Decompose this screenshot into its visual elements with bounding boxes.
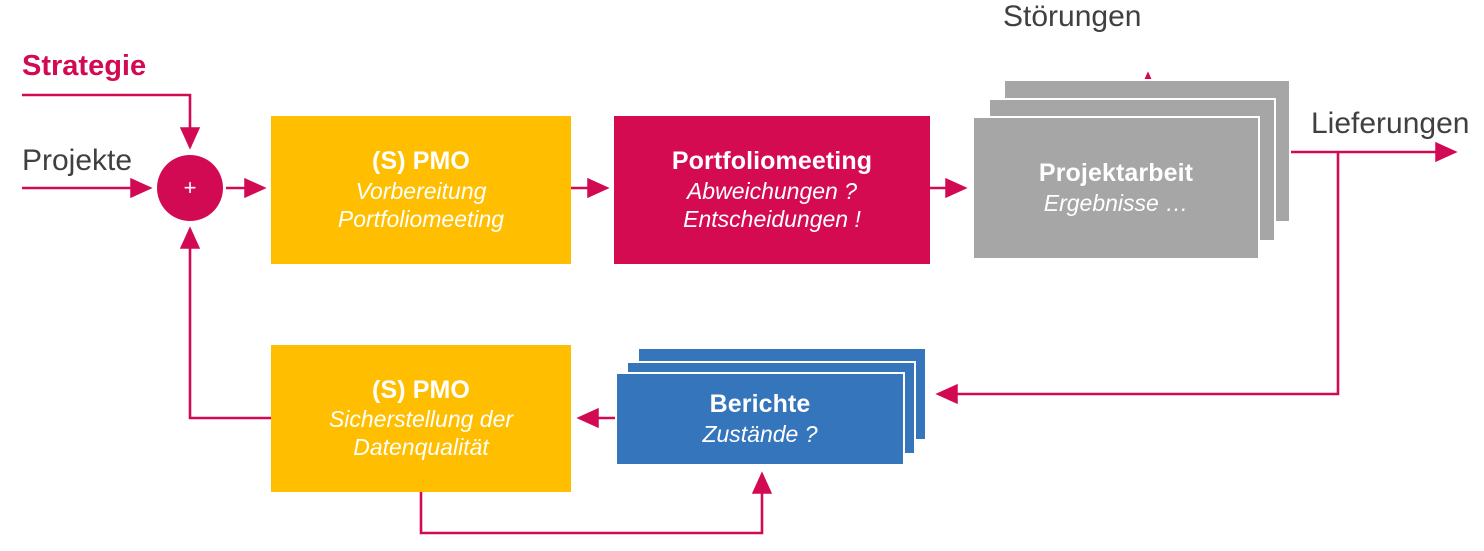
plus-icon: +	[183, 175, 197, 200]
node-subtitle-line-1: Sicherstellung der	[328, 406, 514, 433]
node-pmo-data-quality[interactable]: (S) PMO Sicherstellung der Datenqualität	[271, 345, 571, 492]
node-subtitle-line-1: Abweichungen ?	[686, 177, 858, 204]
node-berichte[interactable]: Berichte Zustände ?	[615, 372, 905, 466]
node-portfoliomeeting[interactable]: Portfoliomeeting Abweichungen ? Entschei…	[614, 116, 930, 264]
node-title: Berichte	[709, 390, 811, 419]
node-subtitle-line-2: Datenqualität	[353, 434, 489, 461]
node-pmo-prep[interactable]: (S) PMO Vorbereitung Portfoliomeeting	[271, 116, 571, 264]
label-projekte: Projekte	[22, 144, 133, 177]
label-stoerungen: Störungen	[1003, 0, 1142, 33]
node-subtitle-line-1: Zustände ?	[702, 420, 818, 447]
node-subtitle-line-2: Entscheidungen !	[683, 205, 861, 232]
node-title: Portfoliomeeting	[671, 147, 873, 176]
node-projektarbeit[interactable]: Projektarbeit Ergebnisse …	[972, 116, 1260, 260]
node-title: (S) PMO	[372, 375, 470, 404]
node-title: (S) PMO	[372, 147, 470, 176]
node-subtitle-line-1: Ergebnisse …	[1043, 189, 1189, 216]
node-subtitle-line-1: Vorbereitung	[355, 177, 487, 204]
label-strategie: Strategie	[22, 50, 147, 82]
summing-junction: +	[157, 155, 223, 221]
node-subtitle-line-2: Portfoliomeeting	[337, 205, 505, 232]
wire-strategie-to-junction	[22, 93, 201, 150]
wire-pmo-dq-to-junction	[179, 226, 271, 420]
node-title: Projektarbeit	[1038, 159, 1194, 188]
label-lieferungen: Lieferungen	[1311, 107, 1470, 140]
